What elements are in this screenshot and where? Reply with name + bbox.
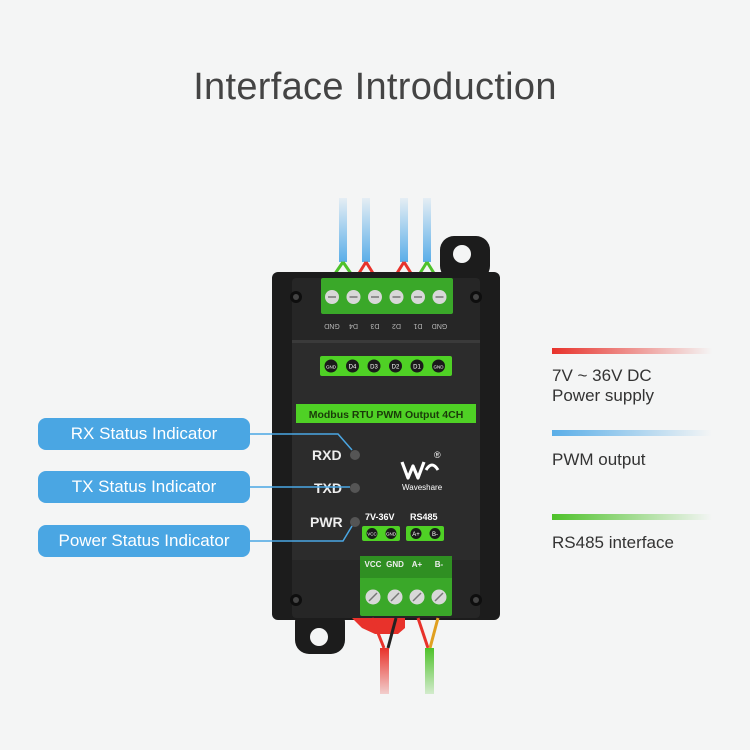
top-pin	[367, 359, 381, 373]
name-band-label: Modbus RTU PWM Output 4CH	[309, 409, 464, 421]
top-pin	[432, 359, 445, 373]
rxd-label: RXD	[312, 447, 342, 463]
pwr-label: PWR	[310, 514, 343, 530]
legend-bar-rs485	[552, 514, 712, 520]
bottom-terminal-block	[360, 556, 452, 616]
legend-power-line2: Power supply	[552, 386, 655, 405]
brand-label: Waveshare	[402, 483, 443, 492]
top-pin	[324, 359, 338, 373]
top-pin	[389, 359, 402, 373]
power-pin-label: VCC	[367, 532, 377, 537]
top-terminal-label: D1	[413, 322, 422, 329]
legend-power-line1: 7V ~ 36V DC	[552, 366, 652, 385]
rs485-pin	[429, 528, 441, 539]
bottom-terminal-label: GND	[386, 560, 404, 569]
top-pin-label: D4	[349, 365, 357, 371]
top-pin	[410, 359, 424, 373]
top-terminal-label: D4	[349, 322, 358, 329]
callout-leaders	[250, 433, 353, 542]
screw-slot	[434, 592, 444, 602]
power-pin-label: GND	[386, 532, 397, 537]
top-pin-label: D3	[370, 365, 378, 371]
power-label: 7V-36V	[365, 512, 395, 522]
top-pin	[346, 359, 359, 373]
legend-rs485: RS485 interface	[552, 533, 674, 552]
mounting-ear-top	[440, 236, 490, 280]
top-pin-label: GND	[326, 365, 337, 370]
power-pin	[385, 528, 397, 539]
legend-bar-power	[552, 348, 712, 354]
rs485-pin-label: B-	[432, 532, 438, 538]
top-pin-label: GND	[434, 365, 445, 370]
bottom-terminal-label: B-	[435, 560, 444, 569]
txd-label: TXD	[314, 480, 342, 496]
txd-led	[350, 483, 360, 493]
top-pin-label: D1	[413, 365, 421, 371]
rs485-label: RS485	[410, 512, 438, 522]
bottom-terminal-label: A+	[412, 560, 423, 569]
screw-slot	[412, 592, 422, 602]
top-terminal-label: GND	[432, 322, 448, 329]
rs485-wires	[416, 617, 440, 694]
power-status-callout: Power Status Indicator	[38, 525, 250, 557]
top-terminal-label: D2	[392, 322, 401, 329]
pwm-wires	[330, 198, 439, 279]
top-terminal-label: D3	[370, 322, 379, 329]
legend-bar-pwm	[552, 430, 712, 436]
name-band	[296, 404, 476, 423]
top-terminal-block	[321, 278, 453, 314]
tx-status-callout: TX Status Indicator	[38, 471, 250, 503]
screw-slot	[390, 592, 400, 602]
screw-slot	[368, 592, 378, 602]
bottom-terminal-label: VCC	[365, 560, 382, 569]
screws	[290, 291, 482, 606]
rs485-pin	[410, 528, 422, 539]
rx-status-callout: RX Status Indicator	[38, 418, 250, 450]
legend-pwm: PWM output	[552, 450, 646, 469]
power-pin	[366, 528, 378, 539]
rxd-led	[350, 450, 360, 460]
registered-mark: ®	[434, 450, 441, 460]
pwr-led	[350, 517, 360, 527]
power-wires	[352, 617, 405, 694]
top-terminal-label: GND	[324, 322, 340, 329]
top-pin-label: D2	[392, 365, 400, 371]
page-title: Interface Introduction	[193, 66, 557, 108]
waveshare-logo: ® Waveshare	[400, 450, 443, 492]
rs485-pin-label: A+	[412, 532, 420, 538]
